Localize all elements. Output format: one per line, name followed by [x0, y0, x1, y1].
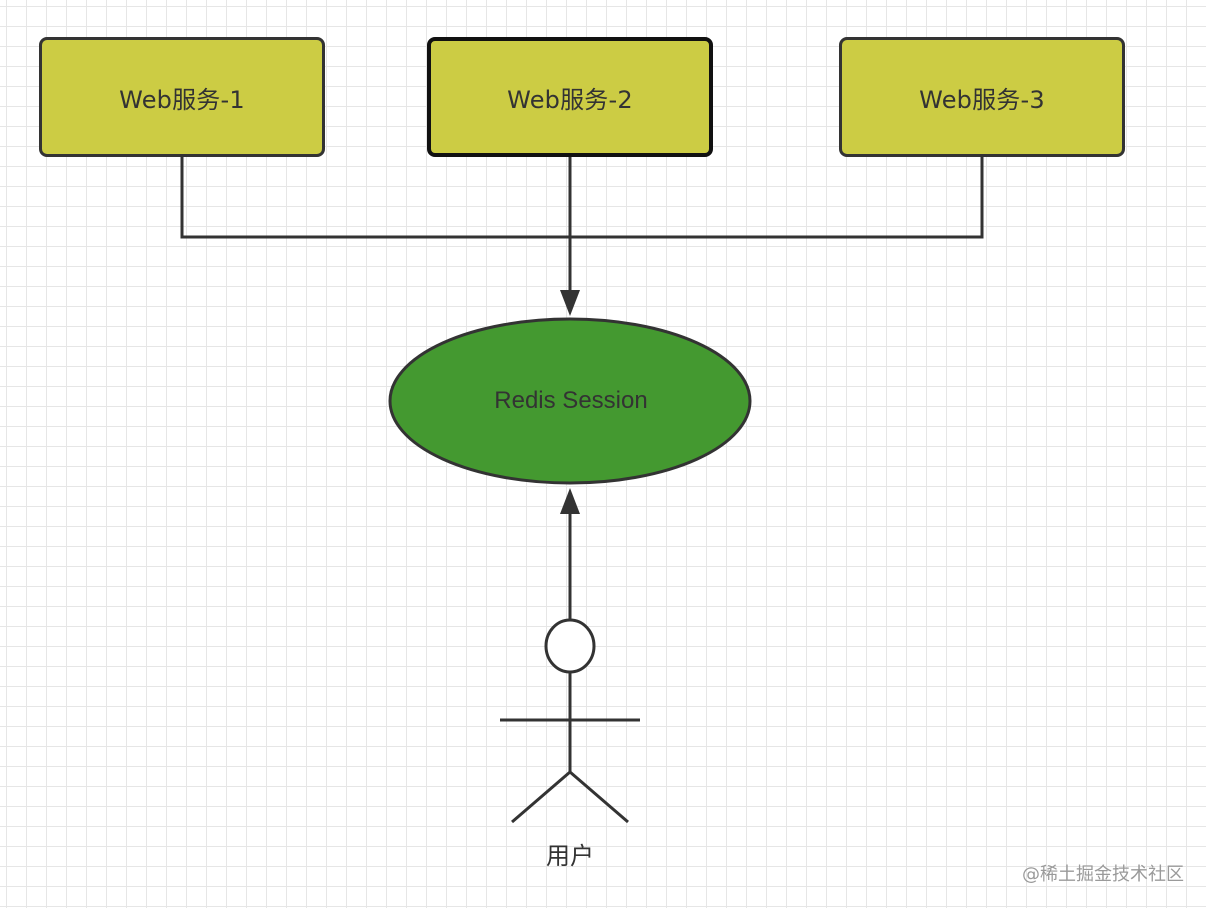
web-service-1-label: Web服务-1 [119, 85, 245, 114]
arrowhead-to-session [560, 290, 580, 316]
redis-session-label: Redis Session [494, 387, 648, 414]
user-actor-label: 用户 [546, 842, 594, 870]
actor-right-leg [569, 770, 629, 824]
service-1-connector[interactable] [180, 157, 570, 239]
web-service-2-box[interactable]: Web服务-2 [427, 37, 713, 157]
service-3-connector[interactable] [570, 157, 984, 239]
web-service-3-box[interactable]: Web服务-3 [839, 37, 1125, 157]
actor-left-leg [511, 770, 571, 824]
web-service-3-label: Web服务-3 [919, 85, 1045, 114]
redis-session-label-container: Redis Session [390, 318, 752, 484]
actor-head [544, 618, 596, 674]
web-service-2-label: Web服务-2 [507, 85, 633, 114]
arrowhead-to-session-from-user [560, 488, 580, 514]
web-service-1-box[interactable]: Web服务-1 [39, 37, 325, 157]
redis-session-ellipse[interactable] [388, 317, 752, 485]
watermark-text: @稀土掘金技术社区 [1022, 864, 1184, 885]
user-actor-icon[interactable] [500, 618, 640, 824]
